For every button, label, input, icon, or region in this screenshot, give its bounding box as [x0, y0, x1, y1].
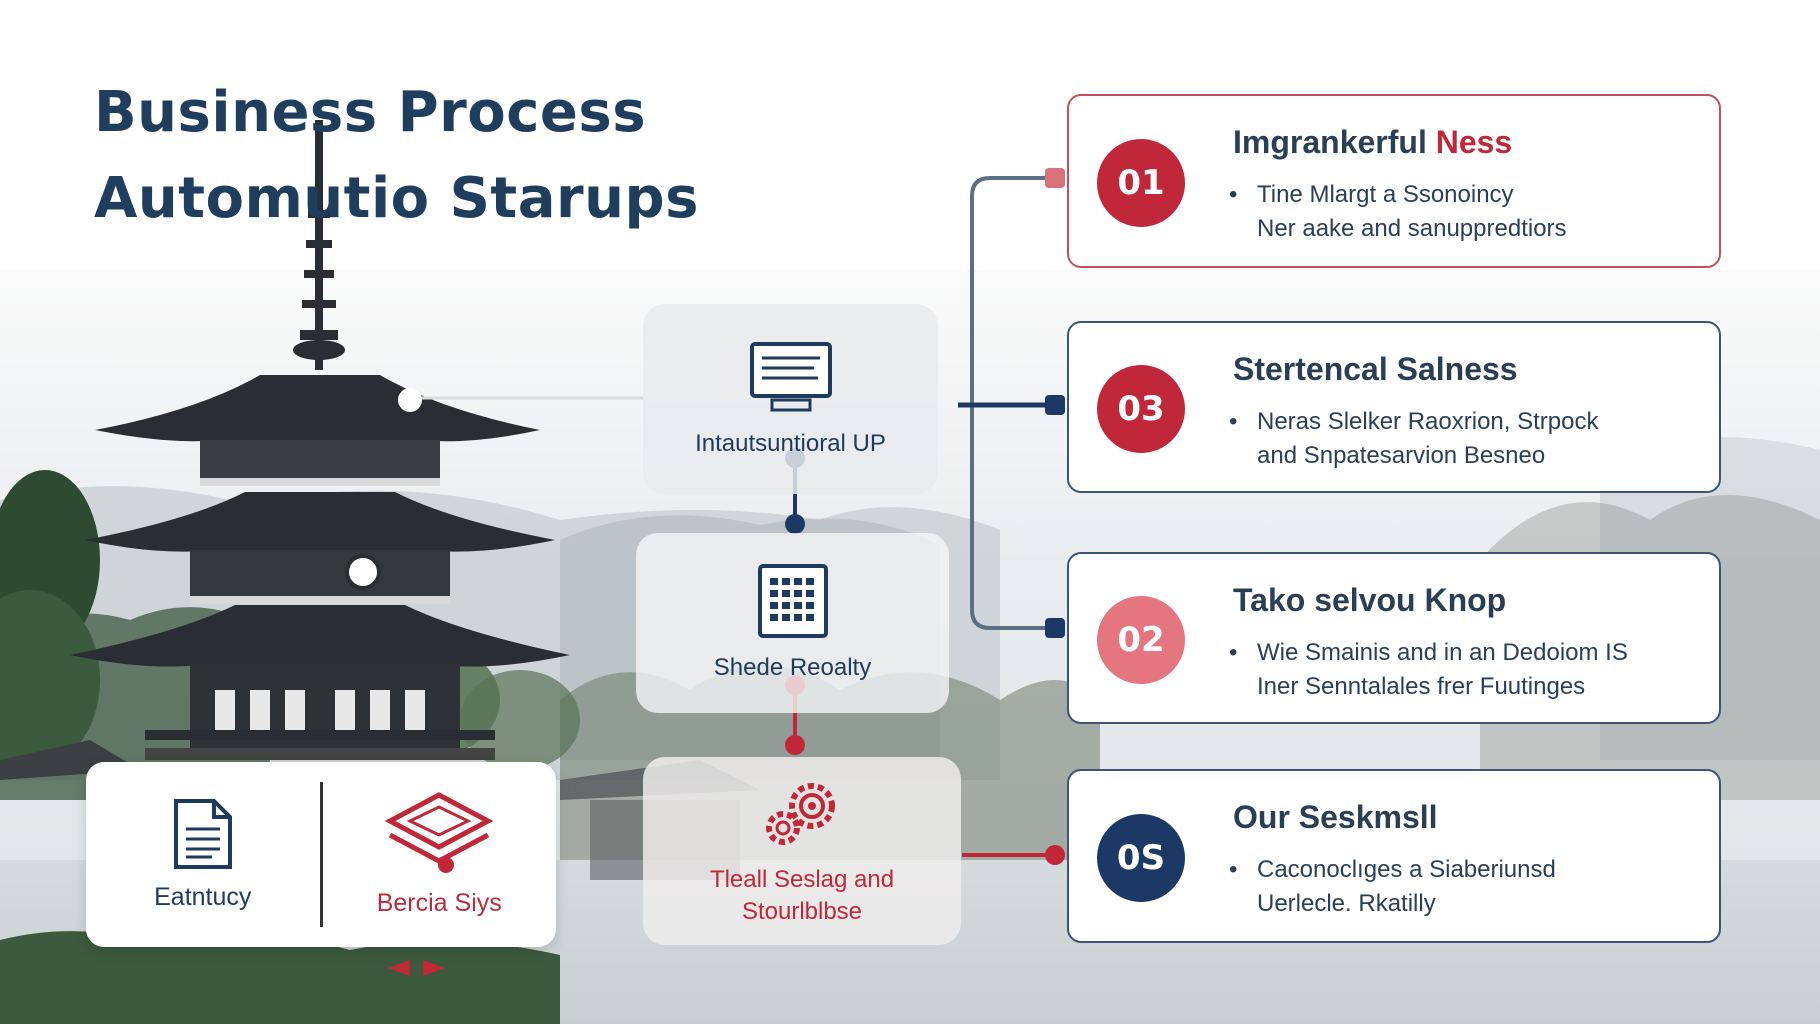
title-line-2: Automutio Starups: [94, 166, 699, 231]
step-desc-line-2: and Snpatesarvion Besneo: [1257, 442, 1546, 469]
step-desc-line-2: Iner Senntalales frer Fuutinges: [1257, 673, 1586, 700]
step-badge: 03: [1097, 365, 1185, 453]
bottom-card-left-label: Eatntucy: [154, 883, 252, 911]
bottom-info-card: Eatntucy Bercia Siys: [86, 762, 556, 947]
process-node-3-label: Tleall Seslag and Stourlblbse: [710, 864, 894, 928]
process-node-2-label: Shede Reoalty: [713, 654, 872, 681]
step-title: Stertencal Salness: [1233, 351, 1518, 387]
step-title: Our Seskmsll: [1233, 799, 1438, 835]
page-title: Business Process Automutio Starups: [94, 70, 699, 242]
calendar-grid-icon: [757, 564, 828, 638]
step-desc-line-2: Ner aake and sanuppredtiors: [1257, 215, 1567, 242]
process-node-1-label: Intautsuntioral UP: [695, 430, 886, 457]
bottom-card-left: Eatntucy: [86, 762, 320, 947]
step-description: Wie Smainis and in an Dedoiom IS Iner Se…: [1229, 636, 1628, 704]
step-description: Tine Mlargt a Ssonoincy Ner aake and san…: [1229, 178, 1567, 246]
step-badge: 02: [1097, 596, 1185, 684]
monitor-icon: [749, 342, 832, 412]
bottom-card-right: Bercia Siys: [323, 762, 557, 947]
process-node-1: Intautsuntioral UP: [643, 304, 938, 494]
bottom-card-right-label: Bercia Siys: [376, 889, 502, 917]
bottom-card-divider: [319, 782, 323, 927]
step-title-accent: Ness: [1435, 124, 1513, 160]
step-card-02: 02 Tako selvou Knop Wie Smainis and in a…: [1067, 552, 1721, 724]
step-desc-line-2: Uerlecle. Rkatilly: [1257, 890, 1436, 917]
layers-icon: [384, 792, 494, 873]
gears-icon: [766, 783, 835, 845]
step-desc-line-1: Neras Slelker Raoxrion, Strpock: [1229, 405, 1598, 439]
step-badge: 0S: [1097, 814, 1185, 902]
step-card-03: 03 Stertencal Salness Neras Slelker Raox…: [1067, 321, 1721, 493]
step-card-05: 0S Our Seskmsll Caconoclıges a Siaberiun…: [1067, 769, 1721, 943]
process-node-3-label-line-1: Tleall Seslag and: [709, 866, 895, 893]
step-title: Imgrankerful Ness: [1233, 124, 1512, 161]
step-desc-line-1: Tine Mlargt a Ssonoincy: [1229, 178, 1567, 212]
step-description: Neras Slelker Raoxrion, Strpock and Snpa…: [1229, 405, 1598, 473]
step-desc-line-1: Wie Smainis and in an Dedoiom IS: [1229, 636, 1628, 670]
step-badge: 01: [1097, 139, 1185, 227]
step-title-main: Imgrankerful: [1233, 124, 1436, 160]
step-description: Caconoclıges a Siaberiunsd Uerlecle. Rka…: [1229, 853, 1556, 921]
step-title: Tako selvou Knop: [1233, 582, 1507, 618]
title-line-1: Business Process: [94, 80, 647, 145]
process-node-3-label-line-2: Stourlblbse: [741, 898, 863, 925]
step-desc-line-1: Caconoclıges a Siaberiunsd: [1229, 853, 1556, 887]
process-node-3: Tleall Seslag and Stourlblbse: [643, 757, 961, 945]
step-card-01: 01 Imgrankerful Ness Tine Mlargt a Ssono…: [1067, 94, 1721, 268]
process-node-2: Shede Reoalty: [636, 533, 949, 713]
document-icon: [173, 799, 232, 869]
